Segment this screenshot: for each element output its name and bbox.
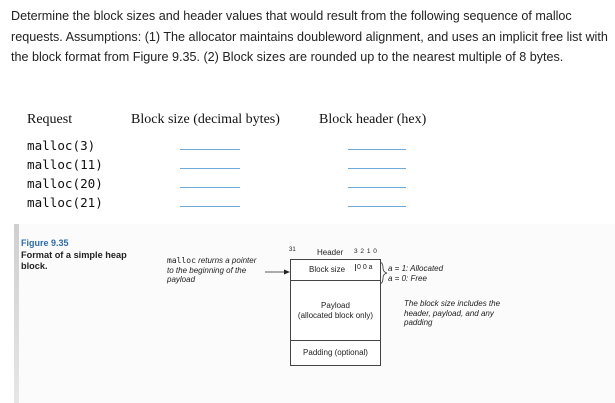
block-size-note: The block size includes the header, payl… (404, 299, 501, 327)
padding-label: Padding (optional) (303, 348, 368, 357)
block-size-blank-3[interactable] (180, 187, 240, 188)
allocated-legend: a = 1: Allocated (388, 264, 444, 273)
flag-bits: 0 0 a (355, 264, 373, 271)
bit-labels: 3 2 1 0 (354, 248, 378, 255)
header-word: Block size 0 0 a (290, 259, 381, 282)
request-row-1: malloc(3) (27, 138, 96, 153)
request-row-2: malloc(11) (27, 157, 103, 172)
column-header-block-header: Block header (hex) (319, 112, 427, 127)
block-header-blank-1[interactable] (348, 149, 406, 150)
block-size-blank-4[interactable] (180, 206, 240, 207)
malloc-note: malloc returns a pointer to the beginnin… (167, 256, 263, 285)
arrow-head-icon (284, 269, 290, 275)
exercise-prompt: Determine the block sizes and header val… (11, 9, 608, 64)
header-label: Header (317, 248, 344, 257)
block-size-blank-1[interactable] (180, 149, 240, 150)
figure-9-35: Figure 9.35 Format of a simple heap bloc… (14, 224, 615, 403)
bit-31-label: 31 (289, 247, 296, 253)
payload-sub-label: (allocated block only) (297, 311, 374, 320)
block-header-blank-3[interactable] (348, 187, 406, 188)
free-legend: a = 0: Free (388, 273, 427, 283)
figure-number: Figure 9.35 (21, 238, 69, 248)
block-size-blank-2[interactable] (180, 168, 240, 169)
malloc-word: malloc (167, 256, 196, 265)
request-row-4: malloc(21) (27, 195, 103, 210)
figure-caption: Format of a simple heap block. (21, 250, 127, 271)
figure-edge (14, 224, 19, 403)
block-size-label: Block size (309, 265, 346, 274)
payload-label: Payload (321, 301, 350, 310)
payload-region: Payload (allocated block only) (290, 280, 381, 342)
brace-icon (378, 261, 388, 285)
malloc-note-text: returns a pointer to the beginning of th… (167, 256, 257, 284)
block-header-blank-4[interactable] (348, 206, 406, 207)
column-header-request: Request (27, 112, 73, 127)
padding-region: Padding (optional) (290, 340, 381, 366)
request-row-3: malloc(20) (27, 176, 103, 191)
block-header-blank-2[interactable] (348, 168, 406, 169)
heap-block-diagram (265, 261, 388, 285)
allocated-bit-legend: a = 1: Allocated a = 0: Free (388, 264, 488, 283)
column-header-block-size: Block size (decimal bytes) (131, 112, 280, 127)
